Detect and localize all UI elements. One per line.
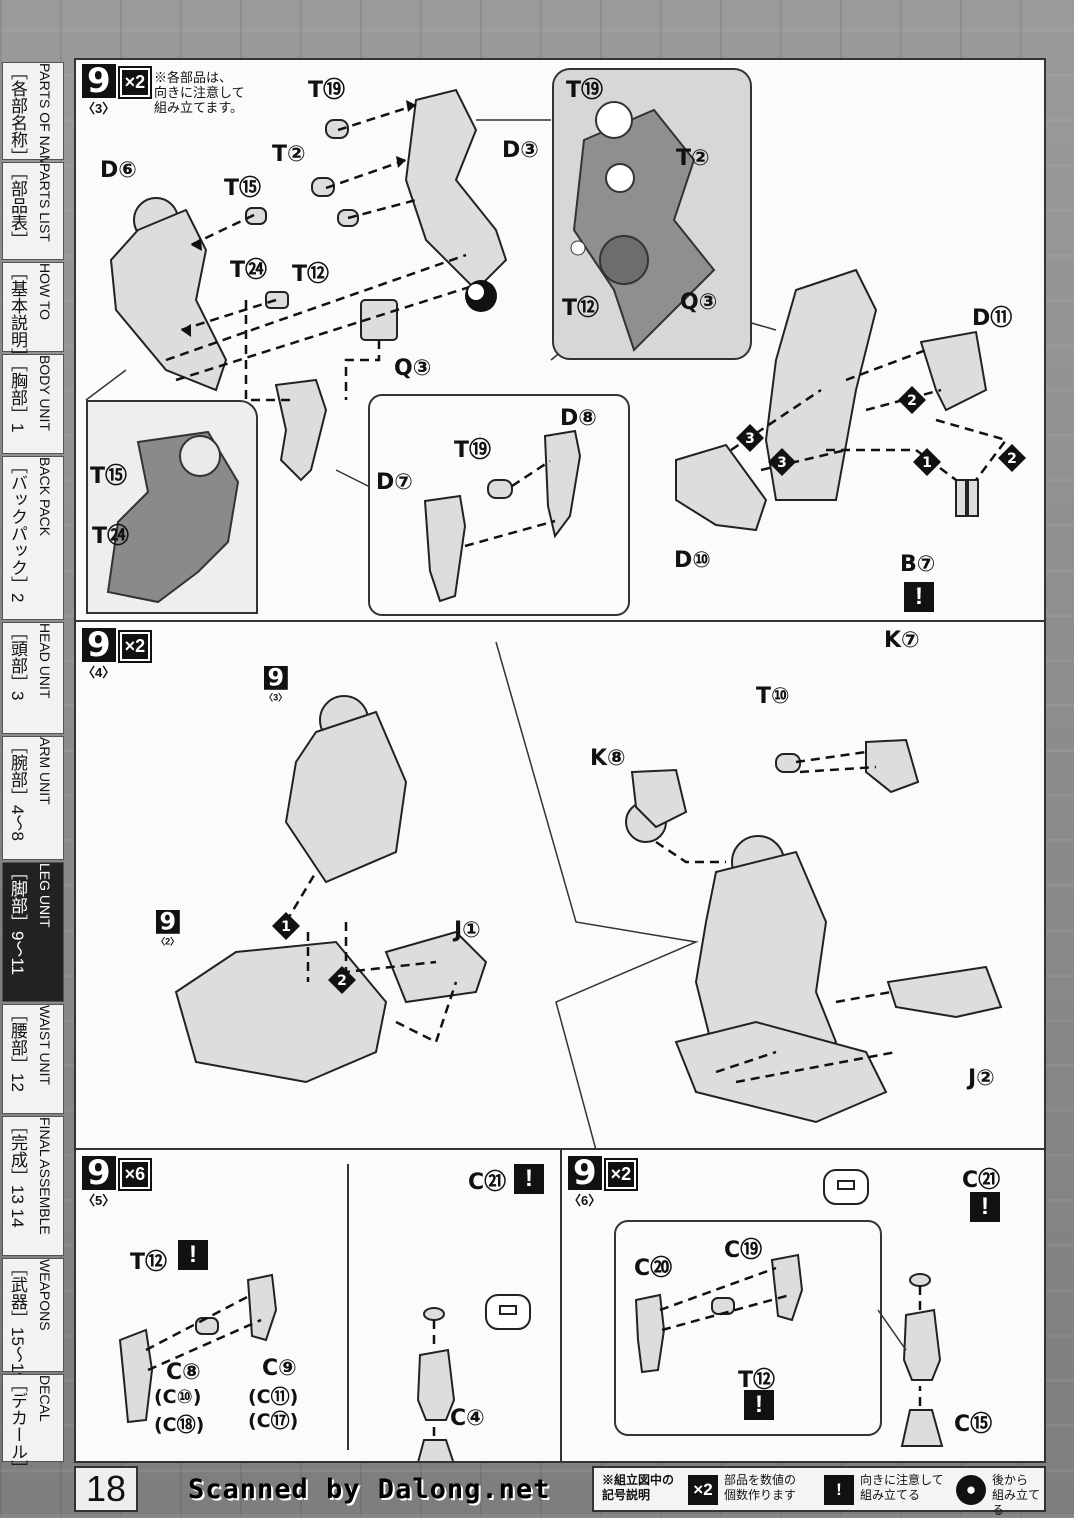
- svg-text:3: 3: [745, 431, 755, 447]
- page-number: 18: [74, 1466, 138, 1512]
- caution-icon: !: [970, 1192, 1000, 1222]
- step-9-6-section: 9 ×2 〈6〉 C⑲ C⑳ T⑫ ! C㉑: [562, 1150, 1044, 1461]
- part-label: T⑫: [738, 1368, 776, 1393]
- index-tab-decal[interactable]: ［デカール］DECAL: [2, 1374, 64, 1477]
- part-label: J②: [968, 1066, 995, 1091]
- part-label: T㉔: [92, 524, 130, 549]
- part-label: (C⑱): [154, 1414, 205, 1436]
- svg-text:2: 2: [1007, 451, 1017, 467]
- part-label: T⑫: [292, 262, 330, 287]
- ref-9-3-marker: 9 〈3〉: [264, 663, 288, 703]
- part-label: C④: [450, 1406, 485, 1431]
- part-label: B⑦: [900, 552, 936, 577]
- section-index-sidebar: ［各部名称］PARTS OF NAME ［部品表］PARTS LIST ［基本説…: [2, 62, 64, 1477]
- svg-text:2: 2: [337, 973, 347, 989]
- part-label: C⑲: [724, 1238, 763, 1263]
- scan-credit: Scanned by Dalong.net: [188, 1474, 551, 1505]
- part-label: D③: [502, 138, 539, 163]
- ref-9-2-marker: 9 〈2〉: [156, 907, 180, 947]
- section-divider: [560, 1150, 562, 1461]
- part-label: T⑫: [562, 296, 600, 321]
- part-label: T⑲: [566, 78, 604, 103]
- step-9-5-diagram: [118, 1164, 531, 1461]
- part-label: J①: [454, 918, 481, 943]
- step-9-4-header: 9 ×2 〈4〉: [82, 628, 153, 680]
- legend-text: 向きに注意して 組み立てる: [860, 1473, 944, 1502]
- orientation-note: ※各部品は、 向きに注意して 組み立てます。: [154, 70, 245, 115]
- part-label: T⑲: [308, 78, 346, 103]
- step-9-5-header: 9 ×6 〈5〉: [82, 1156, 153, 1208]
- svg-text:1: 1: [922, 455, 932, 471]
- part-label: D⑪: [972, 306, 1013, 331]
- caution-icon: !: [824, 1475, 854, 1505]
- caution-icon: !: [904, 582, 934, 612]
- caution-icon: !: [514, 1164, 544, 1194]
- step-9-6-header: 9 ×2 〈6〉: [568, 1156, 639, 1208]
- part-label: D⑩: [674, 548, 711, 573]
- part-label: D⑥: [100, 158, 137, 183]
- svg-text:2: 2: [907, 393, 917, 409]
- caution-icon: !: [744, 1390, 774, 1420]
- part-label: (C⑩): [154, 1386, 202, 1408]
- part-label: D⑧: [560, 406, 597, 431]
- part-label: C⑨: [262, 1356, 297, 1381]
- step-9-4-section: 9 ×2 〈4〉 9 〈3〉 9 〈2〉: [76, 622, 1044, 1150]
- part-label: C⑧: [166, 1360, 201, 1385]
- step-9-4-diagram: 1 2: [174, 641, 1003, 1150]
- part-label: T②: [676, 146, 710, 171]
- later-assembly-icon: ●: [956, 1475, 986, 1505]
- part-label: C⑳: [634, 1256, 673, 1281]
- part-label: T②: [272, 142, 306, 167]
- step-9-3-diagram: 3 3 1 2 2: [85, 88, 1026, 532]
- part-label: (C⑰): [248, 1410, 299, 1432]
- step-9-3-header: 9 ×2 〈3〉: [82, 64, 153, 116]
- instruction-panel: 9 ×2 〈3〉 ※各部品は、 向きに注意して 組み立てます。: [74, 58, 1046, 1463]
- part-label: T⑮: [224, 176, 262, 201]
- part-label: K⑦: [884, 628, 920, 653]
- part-label: C⑮: [954, 1412, 993, 1437]
- index-tab-how-to[interactable]: ［基本説明］HOW TO: [2, 262, 64, 365]
- part-label: K⑧: [590, 746, 626, 771]
- legend-title: ※組立図中の 記号説明: [602, 1473, 675, 1502]
- caution-icon: !: [178, 1240, 208, 1270]
- svg-text:1: 1: [281, 919, 291, 935]
- part-label: Q③: [680, 290, 718, 315]
- page-footer: 18 Scanned by Dalong.net ※組立図中の 記号説明 ×2 …: [74, 1466, 1046, 1517]
- step-9-6-diagram: [634, 1169, 944, 1447]
- index-tab-parts-of-name[interactable]: ［各部名称］PARTS OF NAME: [2, 62, 64, 176]
- part-label: T㉔: [230, 258, 268, 283]
- part-label: (C⑪): [248, 1386, 299, 1408]
- part-label: Q③: [394, 356, 432, 381]
- symbol-legend: ※組立図中の 記号説明 ×2 部品を数値の 個数作ります ! 向きに注意して 組…: [592, 1466, 1046, 1517]
- legend-text: 後から 組み立てる: [992, 1473, 1041, 1517]
- part-label: C㉑: [468, 1170, 507, 1195]
- part-label: D⑦: [376, 470, 413, 495]
- part-label: C㉑: [962, 1168, 1001, 1193]
- part-photo-lower: [86, 400, 258, 614]
- step-9-3-section: 9 ×2 〈3〉 ※各部品は、 向きに注意して 組み立てます。: [76, 60, 1044, 622]
- part-label: T⑩: [756, 684, 790, 709]
- index-tab-parts-list[interactable]: ［部品表］PARTS LIST: [2, 162, 64, 260]
- step-9-5-section: 9 ×6 〈5〉 T⑫ ! C⑨ (C⑪) (C⑰) C: [76, 1150, 560, 1461]
- part-label: T⑲: [454, 438, 492, 463]
- sub-assembly-d7-d8: [368, 394, 630, 616]
- part-label: T⑫: [130, 1250, 168, 1275]
- part-photo-upper: [552, 68, 752, 360]
- part-label: T⑮: [90, 464, 128, 489]
- legend-text: 部品を数値の 個数作ります: [724, 1473, 797, 1502]
- svg-text:3: 3: [777, 455, 787, 471]
- multiply-icon: ×2: [688, 1475, 718, 1505]
